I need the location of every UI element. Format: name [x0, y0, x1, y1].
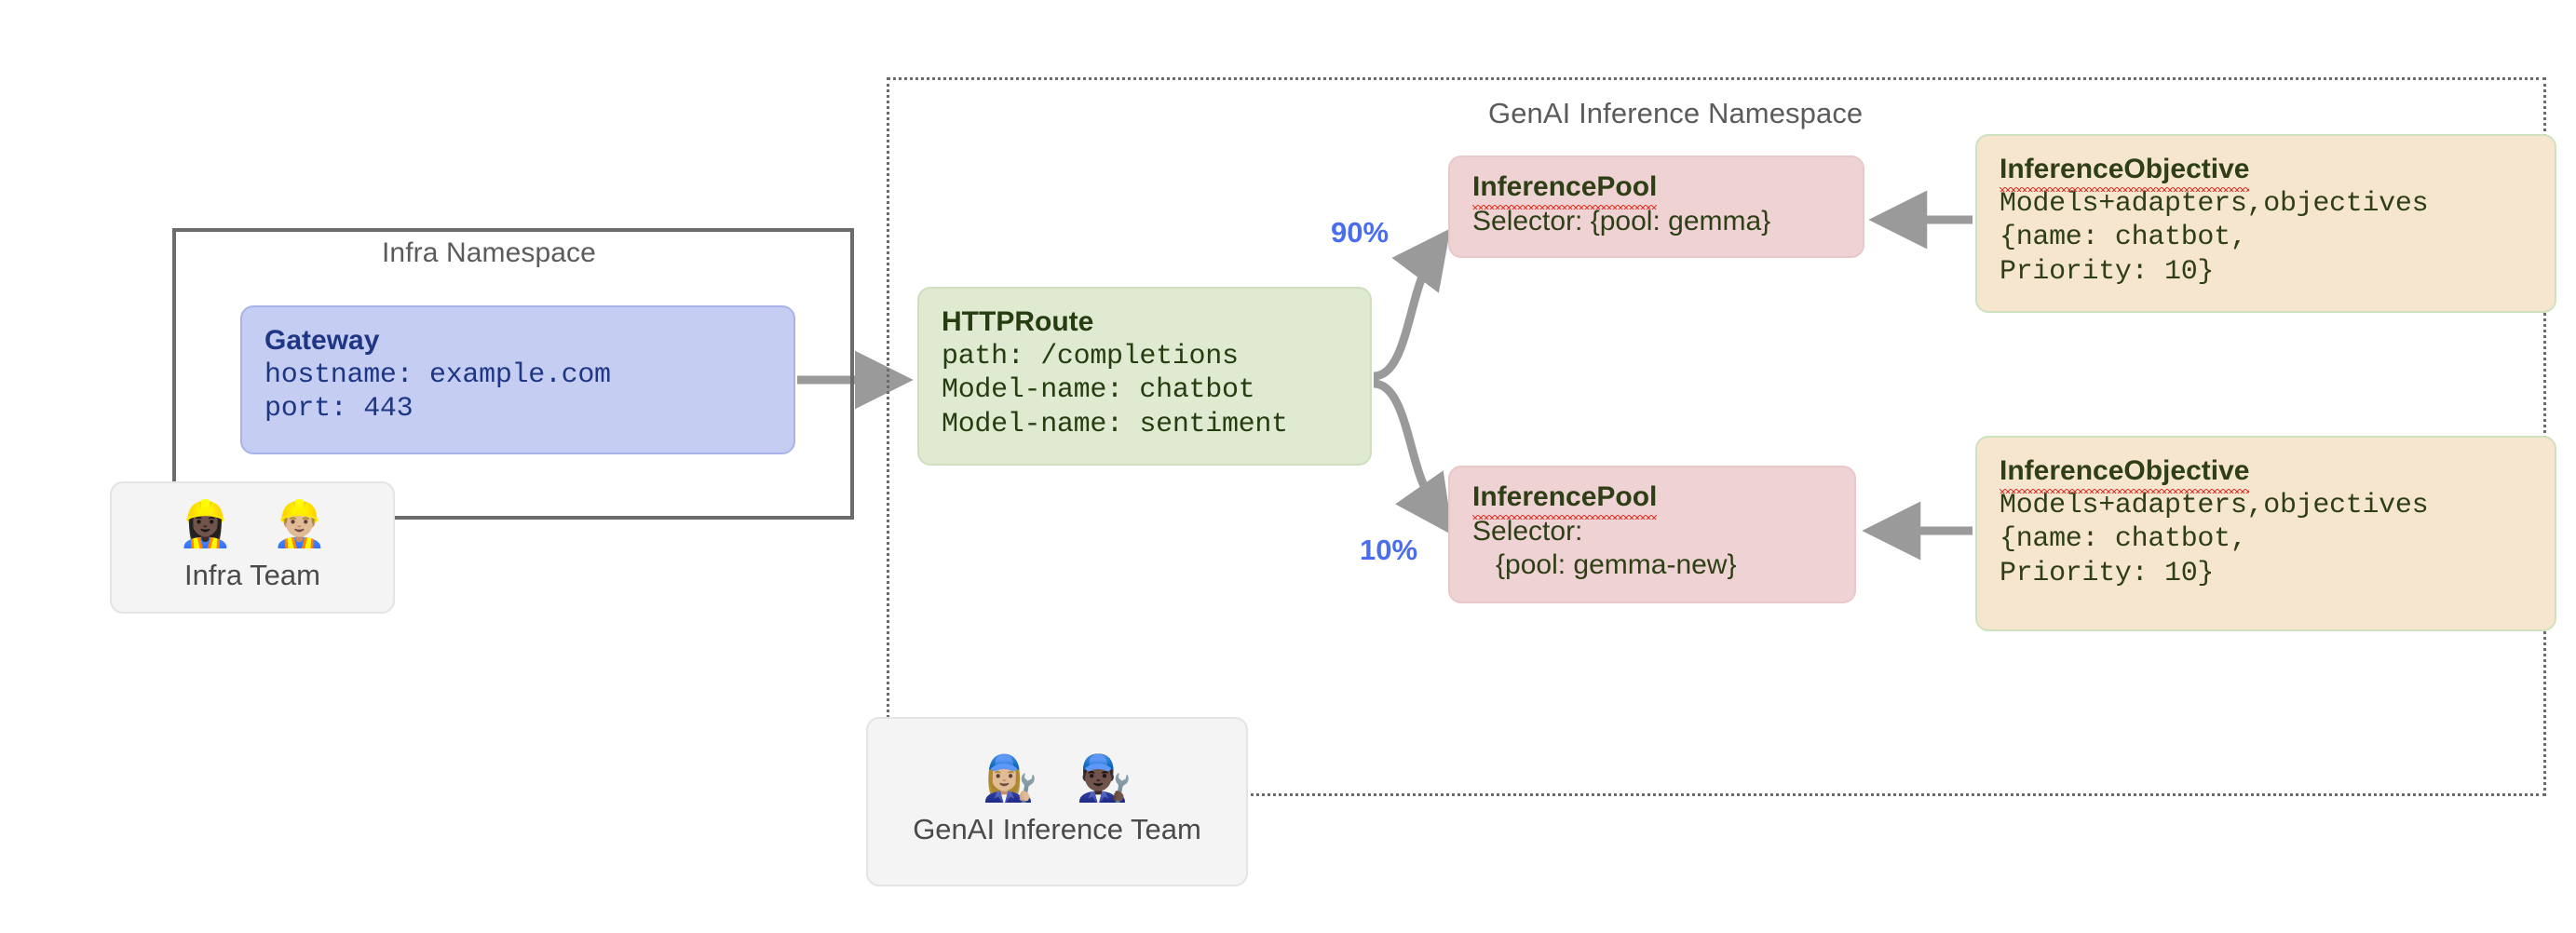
inferencepool-gemma-selector-line: Selector: {pool: gemma} — [1472, 205, 1771, 237]
inferenceobjective-top-models-line: Models+adapters,objectives — [2000, 187, 2429, 220]
httproute-model-sentiment-line: Model-name: sentiment — [942, 408, 1288, 440]
inferencepool-gemma-kind-label: InferencePool — [1472, 170, 1658, 210]
infra-team-people-icon: 👷🏿‍♀️ 👷🏼‍♂️ — [177, 500, 341, 549]
inferenceobjective-bottom-priority-line: Priority: 10} — [2000, 557, 2215, 589]
genai-team-chip[interactable]: 👩🏼‍🔧 👨🏿‍🔧 GenAI Inference Team — [866, 717, 1248, 886]
gateway-box[interactable]: Gateway hostname: example.com port: 443 — [240, 305, 795, 454]
infra-namespace-container — [172, 228, 854, 520]
infra-team-label: Infra Team — [184, 559, 320, 591]
infra-namespace-title: Infra Namespace — [382, 237, 596, 268]
inferencepool-gemma-box[interactable]: InferencePool Selector: {pool: gemma} — [1448, 156, 1864, 258]
inferenceobjective-top-kind-label: InferenceObjective — [2000, 153, 2250, 192]
inferencepool-gemma-new-selector-line: Selector: — [1472, 515, 1583, 547]
genai-namespace-title: GenAI Inference Namespace — [1488, 97, 1864, 129]
inferencepool-gemma-new-kind-label: InferencePool — [1472, 480, 1658, 520]
httproute-model-chatbot-line: Model-name: chatbot — [942, 374, 1255, 407]
httproute-kind-label: HTTPRoute — [942, 306, 1094, 337]
inferenceobjective-top-box[interactable]: InferenceObjective Models+adapters,objec… — [1975, 134, 2556, 313]
traffic-split-10-label: 10% — [1360, 534, 1418, 566]
genai-team-people-icon: 👩🏼‍🔧 👨🏿‍🔧 — [982, 754, 1146, 804]
traffic-split-90-label: 90% — [1331, 216, 1390, 249]
genai-team-label: GenAI Inference Team — [913, 813, 1201, 845]
gateway-port-line: port: 443 — [264, 393, 414, 426]
inferenceobjective-bottom-name-line: {name: chatbot, — [2000, 523, 2247, 556]
inferencepool-gemma-new-selector-value-line: {pool: gemma-new} — [1472, 549, 1737, 581]
httproute-box[interactable]: HTTPRoute path: /completions Model-name:… — [917, 287, 1372, 466]
inferenceobjective-bottom-kind-label: InferenceObjective — [2000, 454, 2250, 494]
inferenceobjective-bottom-models-line: Models+adapters,objectives — [2000, 489, 2429, 521]
inferenceobjective-top-name-line: {name: chatbot, — [2000, 222, 2247, 254]
infra-team-chip[interactable]: 👷🏿‍♀️ 👷🏼‍♂️ Infra Team — [110, 481, 395, 614]
gateway-kind-label: Gateway — [264, 325, 380, 356]
inferenceobjective-bottom-box[interactable]: InferenceObjective Models+adapters,objec… — [1975, 436, 2556, 631]
httproute-path-line: path: /completions — [942, 340, 1239, 372]
gateway-hostname-line: hostname: example.com — [264, 358, 611, 391]
inferenceobjective-top-priority-line: Priority: 10} — [2000, 255, 2215, 288]
inferencepool-gemma-new-box[interactable]: InferencePool Selector: {pool: gemma-new… — [1448, 466, 1856, 603]
